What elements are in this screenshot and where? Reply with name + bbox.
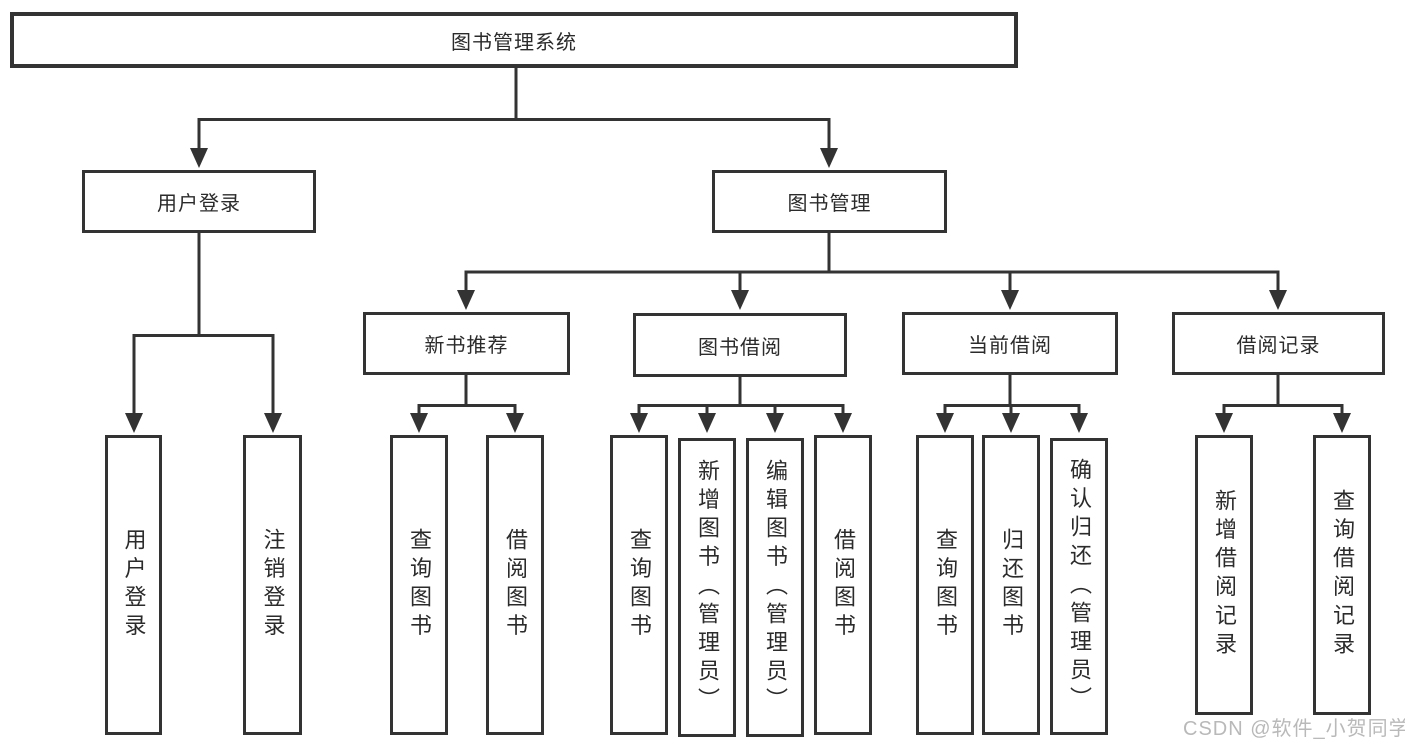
leaf-label: 用户登录 <box>121 527 147 643</box>
node-root-system: 图书管理系统 <box>10 12 1018 68</box>
leaf-confirm-return-admin: 确认归还（管理员） <box>1050 438 1108 735</box>
node-book-management: 图书管理 <box>712 170 947 233</box>
leaf-add-borrow-record: 新增借阅记录 <box>1195 435 1253 715</box>
leaf-query-borrow-record: 查询借阅记录 <box>1313 435 1371 715</box>
leaf-query-books-borrowing: 查询图书 <box>610 435 668 735</box>
leaf-label: 编辑图书（管理员） <box>763 458 788 717</box>
leaf-label: 归还图书 <box>999 527 1024 643</box>
leaf-label: 确认归还（管理员） <box>1067 457 1092 716</box>
leaf-label: 借阅图书 <box>831 527 856 643</box>
arrowhead-icon <box>1215 413 1233 433</box>
leaf-label: 查询图书 <box>407 527 432 643</box>
leaf-label: 新增借阅记录 <box>1212 489 1237 661</box>
arrowhead-icon <box>936 413 954 433</box>
arrowhead-icon <box>698 413 716 433</box>
arrowhead-icon <box>1002 413 1020 433</box>
csdn-watermark: CSDN @软件_小贺同学 <box>1183 718 1405 740</box>
leaf-user-login: 用户登录 <box>105 435 162 735</box>
arrowhead-icon <box>457 290 475 310</box>
arrowhead-icon <box>1333 413 1351 433</box>
leaf-logout-login: 注销登录 <box>243 435 302 735</box>
arrowhead-icon <box>731 290 749 310</box>
arrowhead-icon <box>1269 290 1287 310</box>
arrowhead-icon <box>506 413 524 433</box>
arrowhead-icon <box>1001 290 1019 310</box>
node-book-borrowing: 图书借阅 <box>633 313 847 377</box>
node-new-book-recommend: 新书推荐 <box>363 312 570 375</box>
arrowhead-icon <box>630 413 648 433</box>
arrowhead-icon <box>820 148 838 168</box>
arrowhead-icon <box>125 413 143 433</box>
leaf-query-books-current: 查询图书 <box>916 435 974 735</box>
node-user-login: 用户登录 <box>82 170 316 233</box>
node-current-borrowing: 当前借阅 <box>902 312 1118 375</box>
leaf-borrow-books-borrowing: 借阅图书 <box>814 435 872 735</box>
arrowhead-icon <box>190 148 208 168</box>
leaf-label: 注销登录 <box>260 527 286 643</box>
arrowhead-icon <box>834 413 852 433</box>
leaf-query-books-recommend: 查询图书 <box>390 435 448 735</box>
leaf-label: 借阅图书 <box>503 527 528 643</box>
arrowhead-icon <box>264 413 282 433</box>
arrowhead-icon <box>766 413 784 433</box>
node-borrowing-records: 借阅记录 <box>1172 312 1385 375</box>
leaf-label: 查询图书 <box>627 527 652 643</box>
leaf-label: 查询借阅记录 <box>1330 489 1355 661</box>
leaf-edit-books-admin: 编辑图书（管理员） <box>746 438 804 737</box>
leaf-label: 新增图书（管理员） <box>695 458 720 717</box>
leaf-borrow-books-recommend: 借阅图书 <box>486 435 544 735</box>
arrowhead-icon <box>410 413 428 433</box>
arrowhead-icon <box>1070 413 1088 433</box>
leaf-label: 查询图书 <box>933 527 958 643</box>
leaf-add-books-admin: 新增图书（管理员） <box>678 438 736 737</box>
leaf-return-books: 归还图书 <box>982 435 1040 735</box>
